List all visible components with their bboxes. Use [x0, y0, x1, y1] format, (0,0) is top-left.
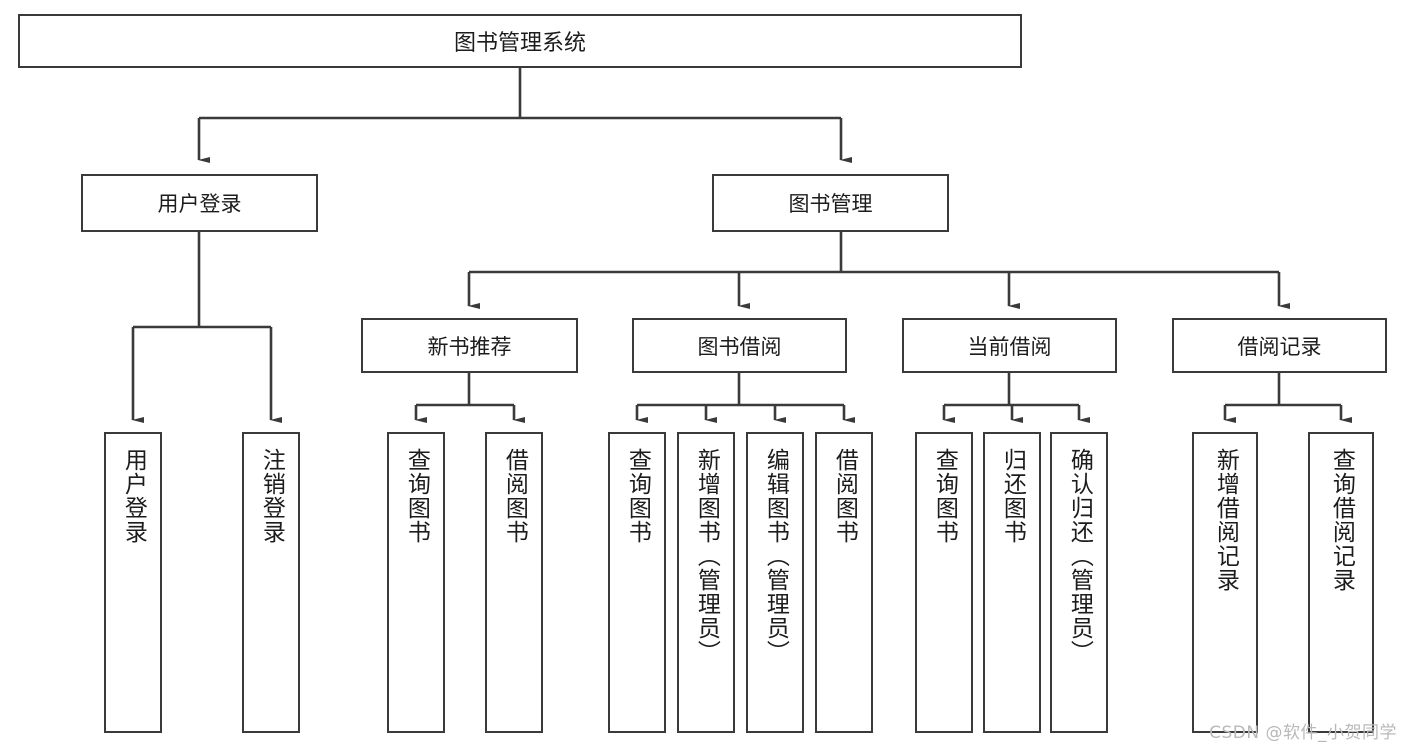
node-book-manage[interactable]: 图书管理 [712, 174, 949, 232]
node-leaf-confirm-return[interactable]: 确认归还（管理员） [1050, 432, 1108, 733]
node-leaf-add-book[interactable]: 新增图书（管理员） [677, 432, 735, 733]
node-leaf-query-book-1[interactable]: 查询图书 [387, 432, 445, 733]
node-book-borrow-label: 图书借阅 [697, 334, 782, 359]
node-leaf-add-record[interactable]: 新增借阅记录 [1192, 432, 1258, 733]
node-book-borrow[interactable]: 图书借阅 [632, 318, 847, 373]
node-leaf-borrow-book-2-label: 借阅图书 [831, 448, 858, 544]
csdn-watermark: CSDN @软件_小贺同学 [1209, 723, 1397, 743]
node-leaf-query-book-3-label: 查询图书 [931, 448, 958, 544]
node-user-login-label: 用户登录 [157, 192, 242, 216]
node-leaf-query-record[interactable]: 查询借阅记录 [1308, 432, 1374, 733]
node-leaf-edit-book-label: 编辑图书（管理员） [762, 448, 789, 664]
node-leaf-logout-login[interactable]: 注销登录 [242, 432, 300, 733]
node-leaf-logout-login-label: 注销登录 [258, 448, 285, 544]
node-user-login[interactable]: 用户登录 [81, 174, 318, 232]
node-leaf-user-login[interactable]: 用户登录 [104, 432, 162, 733]
node-leaf-query-book-2-label: 查询图书 [624, 448, 651, 544]
node-leaf-return-book[interactable]: 归还图书 [983, 432, 1041, 733]
node-borrow-record-label: 借阅记录 [1237, 334, 1322, 359]
node-current-borrow-label: 当前借阅 [967, 334, 1052, 359]
node-leaf-borrow-book-1[interactable]: 借阅图书 [485, 432, 543, 733]
node-leaf-query-book-1-label: 查询图书 [403, 448, 430, 544]
node-leaf-borrow-book-1-label: 借阅图书 [501, 448, 528, 544]
node-current-borrow[interactable]: 当前借阅 [902, 318, 1117, 373]
node-borrow-record[interactable]: 借阅记录 [1172, 318, 1387, 373]
node-leaf-borrow-book-2[interactable]: 借阅图书 [815, 432, 873, 733]
node-new-book-recommend[interactable]: 新书推荐 [361, 318, 578, 373]
node-leaf-edit-book[interactable]: 编辑图书（管理员） [746, 432, 804, 733]
node-book-manage-label: 图书管理 [788, 192, 873, 216]
node-leaf-query-book-3[interactable]: 查询图书 [915, 432, 973, 733]
node-root-book-management-system[interactable]: 图书管理系统 [18, 14, 1022, 68]
node-leaf-confirm-return-label: 确认归还（管理员） [1066, 448, 1093, 664]
node-leaf-user-login-label: 用户登录 [120, 448, 147, 544]
node-leaf-query-book-2[interactable]: 查询图书 [608, 432, 666, 733]
node-leaf-add-book-label: 新增图书（管理员） [693, 448, 720, 664]
node-new-book-recommend-label: 新书推荐 [427, 334, 512, 359]
node-leaf-return-book-label: 归还图书 [999, 448, 1026, 544]
node-leaf-add-record-label: 新增借阅记录 [1212, 448, 1239, 592]
node-root-label: 图书管理系统 [453, 31, 586, 56]
node-leaf-query-record-label: 查询借阅记录 [1328, 448, 1355, 592]
